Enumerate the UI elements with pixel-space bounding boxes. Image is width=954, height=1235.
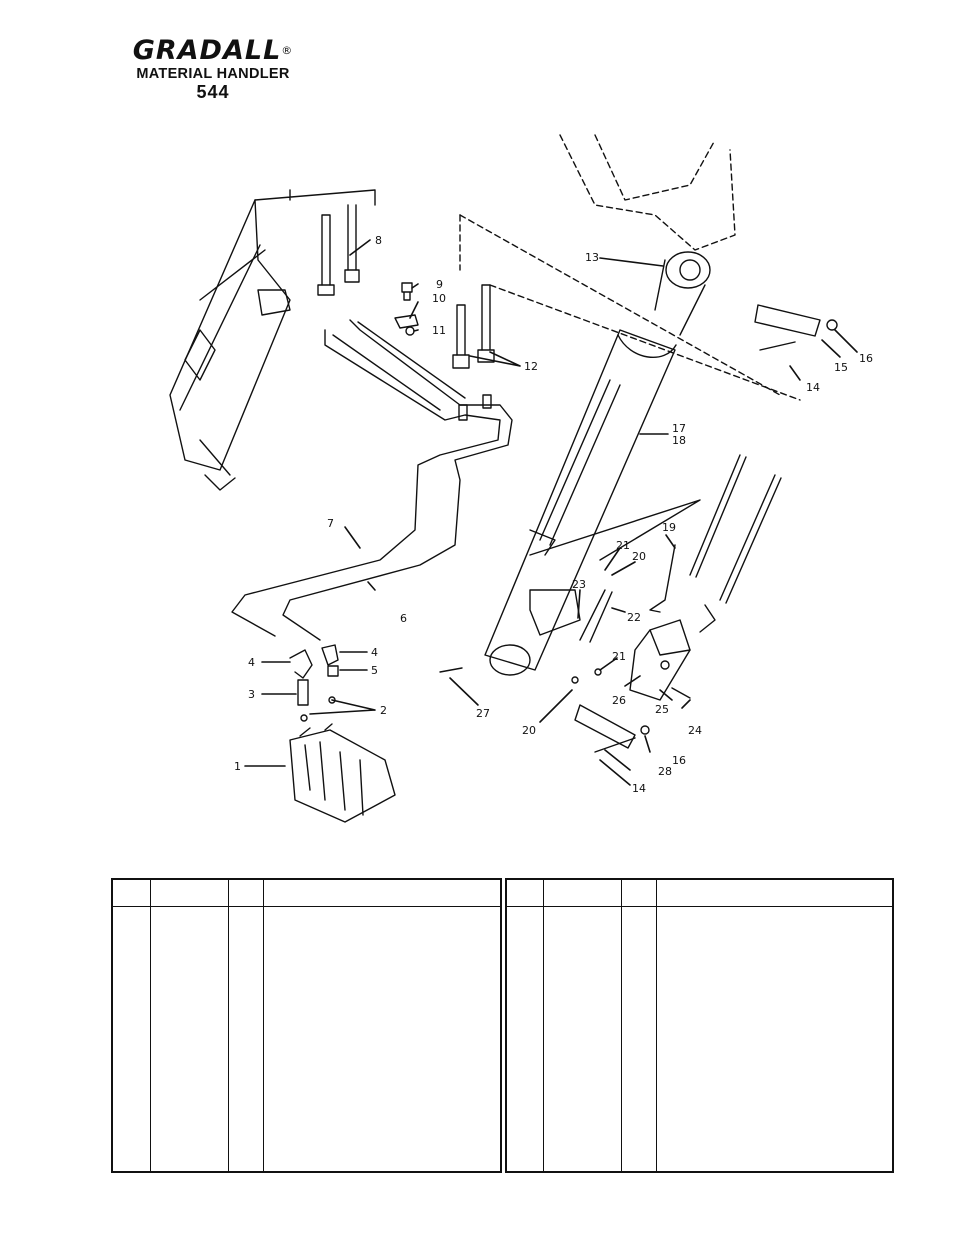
callout-labels: 1 2 3 4 4 5 6 7 8 9 10 11 12 13 14 14 15… — [234, 234, 873, 795]
callout-25: 25 — [655, 703, 669, 716]
fittings-12 — [452, 284, 495, 421]
table-header-row — [112, 879, 501, 907]
parts-table-left — [111, 878, 502, 1173]
document-subtitle: MATERIAL HANDLER — [136, 66, 290, 82]
column-header — [506, 879, 543, 907]
brand-logo: GRADALL® — [108, 36, 318, 66]
callout-7: 7 — [327, 517, 334, 530]
hydraulic-tubes — [231, 319, 513, 641]
callout-13: 13 — [585, 251, 599, 264]
callout-4a: 4 — [248, 656, 255, 669]
column-header — [262, 879, 501, 907]
callout-24: 24 — [688, 724, 702, 737]
table-body-row — [506, 906, 893, 1172]
control-valve — [289, 644, 396, 823]
callout-5: 5 — [371, 664, 378, 677]
column-header — [542, 879, 621, 907]
column-header — [227, 879, 263, 907]
callout-26: 26 — [612, 694, 626, 707]
callout-10: 10 — [432, 292, 446, 305]
table-header-row — [506, 879, 893, 907]
callout-leaders — [244, 239, 858, 786]
column-header — [112, 879, 150, 907]
registered-mark: ® — [281, 44, 294, 57]
callout-12: 12 — [524, 360, 538, 373]
callout-16b: 16 — [672, 754, 686, 767]
brand-name: GRADALL — [132, 35, 282, 66]
callout-11: 11 — [432, 324, 446, 337]
callout-8: 8 — [375, 234, 382, 247]
column-header — [149, 879, 228, 907]
left-cylinder — [169, 189, 376, 491]
callout-6: 6 — [400, 612, 407, 625]
callout-14b: 14 — [632, 782, 646, 795]
parts-table-right — [505, 878, 894, 1173]
callout-17: 17 — [672, 422, 686, 435]
callout-20a: 20 — [632, 550, 646, 563]
callout-22: 22 — [627, 611, 641, 624]
callout-21b: 21 — [612, 650, 626, 663]
callout-14a: 14 — [806, 381, 820, 394]
pins-and-bolts — [439, 304, 838, 753]
callout-21a: 21 — [616, 539, 630, 552]
main-cylinder — [484, 251, 711, 676]
model-number: 544 — [196, 82, 230, 102]
hose-fittings-8 — [317, 204, 360, 296]
hoses-19 — [649, 454, 782, 633]
exploded-parts-diagram: 1 2 3 4 4 5 6 7 8 9 10 11 12 13 14 14 15… — [169, 134, 873, 823]
callout-4b: 4 — [371, 646, 378, 659]
callout-20b: 20 — [522, 724, 536, 737]
callout-3: 3 — [248, 688, 255, 701]
table-body-row — [112, 906, 501, 1172]
callout-28: 28 — [658, 765, 672, 778]
callout-2: 2 — [380, 704, 387, 717]
callout-1: 1 — [234, 760, 241, 773]
header: GRADALL® MATERIAL HANDLER 544 — [108, 36, 318, 103]
callout-15: 15 — [834, 361, 848, 374]
callout-18: 18 — [672, 434, 686, 447]
callout-27: 27 — [476, 707, 490, 720]
callout-19: 19 — [662, 521, 676, 534]
column-header — [655, 879, 893, 907]
phantom-boom-outline — [459, 134, 801, 401]
callout-16a: 16 — [859, 352, 873, 365]
callout-23: 23 — [572, 578, 586, 591]
column-header — [620, 879, 656, 907]
callout-9: 9 — [436, 278, 443, 291]
pilot-block — [629, 619, 691, 701]
